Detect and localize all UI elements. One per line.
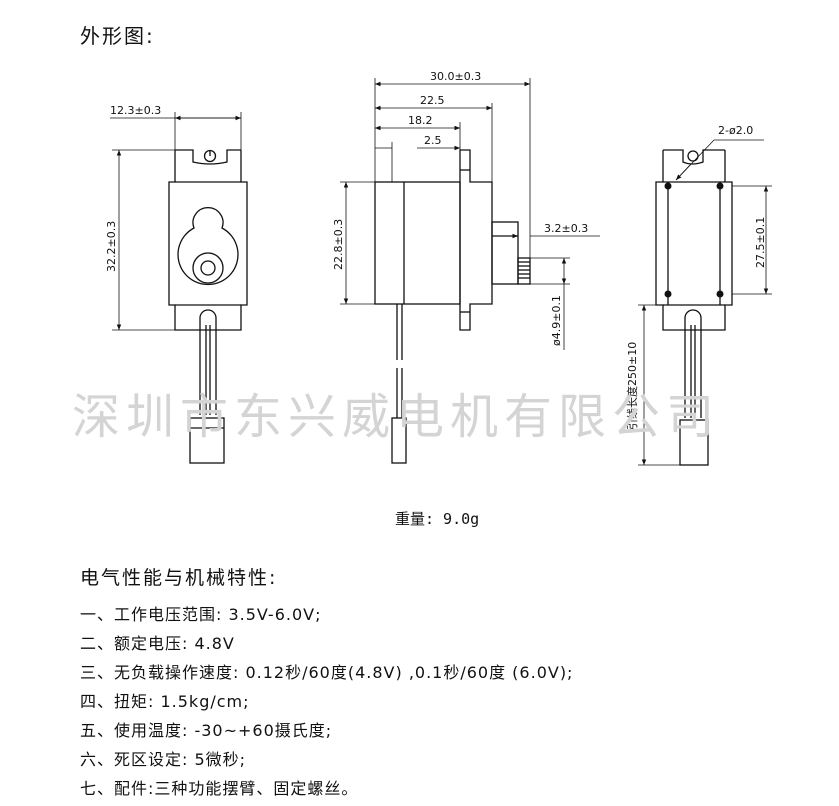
technical-drawing: 12.3±0.3 32.2±0.3 [72, 70, 772, 466]
section-title: 电气性能与机械特性: [80, 567, 278, 589]
mounting-holes [664, 182, 724, 298]
front-view-dimensions [110, 112, 242, 331]
dim-left-height: 32.2±0.3 [105, 221, 118, 272]
dim-length-2-5: 2.5 [424, 134, 442, 147]
dim-shaft-diameter: ø4.9±0.1 [550, 295, 563, 346]
dim-length-18-2: 18.2 [408, 114, 433, 127]
dim-shaft-protrusion: 3.2±0.3 [544, 222, 588, 235]
dim-lead-length: 引线长度250±10 [625, 342, 639, 430]
watermark: 深圳市东兴威电机有限公司 [72, 389, 720, 445]
spec-item: 三、无负载操作速度: 0.12秒/60度(4.8V) ,0.1秒/60度 (6.… [80, 663, 574, 682]
spec-item: 六、死区设定: 5微秒; [80, 750, 247, 769]
bottom-view [655, 149, 733, 466]
front-view [168, 149, 248, 464]
dim-left-width: 12.3±0.3 [110, 104, 161, 117]
dim-hole-spec: 2-ø2.0 [718, 124, 753, 137]
dim-hole-spacing: 27.5±0.1 [754, 217, 767, 268]
page-title: 外形图: [80, 24, 155, 48]
spec-item: 一、工作电压范围: 3.5V-6.0V; [80, 605, 322, 624]
spec-item: 七、配件:三种功能摆臂、固定螺丝。 [80, 779, 359, 798]
spec-list: 一、工作电压范围: 3.5V-6.0V; 二、额定电压: 4.8V 三、无负载操… [80, 600, 573, 803]
spec-item: 二、额定电压: 4.8V [80, 634, 235, 653]
side-view-dimensions [340, 78, 600, 350]
spec-item: 五、使用温度: -30~+60摄氏度; [80, 721, 333, 740]
weight-label: 重量: 9.0g [395, 510, 480, 528]
dim-overall-length: 30.0±0.3 [430, 70, 481, 83]
dim-body-height: 22.8±0.3 [332, 219, 345, 270]
dim-length-22-5: 22.5 [420, 94, 445, 107]
bottom-view-dimensions [638, 139, 772, 466]
spec-item: 四、扭矩: 1.5kg/cm; [80, 692, 250, 711]
side-view [374, 149, 531, 464]
